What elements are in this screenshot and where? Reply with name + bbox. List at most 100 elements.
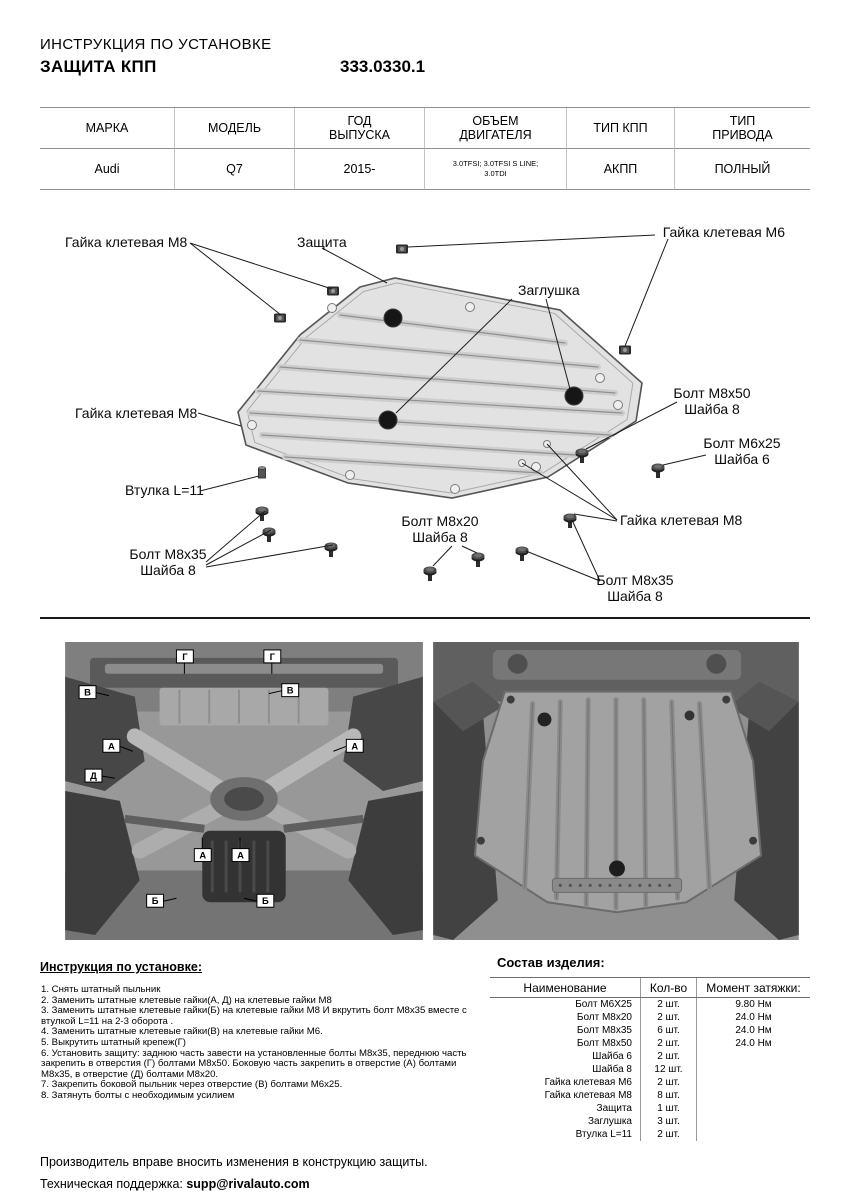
bolt-icon [515,546,529,561]
part-torque [697,1128,810,1141]
parts-row: Болт М8х35 6 шт. 24.0 Нм [490,1024,810,1037]
svg-text:Д: Д [90,770,97,781]
part-name: Болт М6Х25 [575,999,632,1010]
callout-marker: В [78,685,110,700]
label-clip-nut-m8-right: Гайка клетевая М8 [620,512,743,528]
part-qty: 12 шт. [640,1063,697,1076]
part-qty: 3 шт. [640,1115,697,1128]
parts-title: Состав изделия: [497,955,605,970]
parts-header-qty: Кол-во [640,978,697,997]
clip-nut-icon [619,345,631,355]
part-torque: 24.0 Нм [735,1038,772,1049]
part-qty: 2 шт. [640,1050,697,1063]
parts-header-name: Наименование [523,980,607,995]
parts-table: Наименование Кол-во Момент затяжки: Болт… [490,977,810,1141]
spec-header-model: МОДЕЛЬ [175,108,295,149]
part-qty: 2 шт. [640,1011,697,1024]
plug-icon [537,712,552,727]
label-plug: Заглушка [518,282,580,298]
spec-header-drive: ТИП ПРИВОДА [675,108,810,149]
label-bolt-m8x35-left: Болт М8х35 [129,546,206,562]
bolt-icon [262,527,276,542]
part-name: Гайка клетевая М8 [544,1090,632,1101]
spec-value-marka: Audi [40,149,175,190]
bolt-icon [324,542,338,557]
part-name: Заглушка [587,1116,632,1127]
plug-icon [609,860,625,877]
part-name: Болт М8х50 [576,1038,632,1049]
part-torque [697,1102,810,1115]
support-label: Техническая поддержка: [40,1177,187,1191]
photo-after-install [433,642,799,940]
bolt-icon [651,463,665,478]
callout-marker: Б [243,893,275,908]
part-name: Шайба 8 [592,1064,632,1075]
callout-marker: В [268,683,300,698]
part-torque: 24.0 Нм [735,1025,772,1036]
svg-text:А: А [237,850,244,861]
label-bolt-m6x25: Болт М6х25 [703,435,780,451]
svg-text:Г: Г [270,651,276,662]
part-torque [697,1115,810,1128]
callout-marker: Б [146,893,177,908]
bolt-icon [423,566,437,581]
product-name: ЗАЩИТА КПП [40,57,157,76]
leader-lines [189,234,707,582]
callout-marker: Д [84,768,115,783]
part-name: Болт М8х35 [576,1025,632,1036]
parts-row: Гайка клетевая М8 8 шт. [490,1089,810,1102]
document-title: ИНСТРУКЦИЯ ПО УСТАНОВКЕ [40,36,272,53]
bolt-icon [471,552,485,567]
part-torque: 9.80 Нм [735,999,772,1010]
part-qty: 6 шт. [640,1024,697,1037]
label-bolt-m8x50: Болт М8х50 [673,385,750,401]
part-name: Болт М8х20 [576,1012,632,1023]
instruction-step: 7. Закрепить боковой пыльник через отвер… [41,1079,343,1091]
part-torque [697,1089,810,1102]
parts-header-torque: Момент затяжки: [706,980,801,995]
instructions-list: 1. Снять штатный пыльник 2. Заменить шта… [41,984,483,1102]
svg-text:А: А [108,740,115,751]
parts-row: Болт М6Х25 2 шт. 9.80 Нм [490,998,810,1011]
spec-value-year: 2015- [295,149,425,190]
part-qty: 1 шт. [640,1102,697,1115]
plug-icon [684,710,695,721]
part-name: Втулка L=11 [575,1129,632,1140]
spec-value-gearbox: АКПП [567,149,675,190]
svg-text:Б: Б [152,895,159,906]
instruction-step: 1. Снять штатный пыльник [41,984,161,995]
clip-nut-icon [274,313,286,323]
instruction-step: 2. Заменить штатные клетевые гайки(А, Д)… [41,994,332,1006]
label-clip-nut-m8-left: Гайка клетевая М8 [75,405,198,421]
spec-value-engine: 3.0TFSI; 3.0TFSI S LINE; 3.0TDI [425,149,567,190]
part-qty: 8 шт. [640,1089,697,1102]
parts-row: Гайка клетевая М6 2 шт. [490,1076,810,1089]
spec-table: МАРКА МОДЕЛЬ ГОД ВЫПУСКА ОБЪЕМ ДВИГАТЕЛЯ… [40,107,810,190]
part-number: 333.0330.1 [340,57,426,76]
callout-marker: Г [263,649,282,674]
spec-header-gearbox: ТИП КПП [567,108,675,149]
part-torque: 24.0 Нм [735,1012,772,1023]
callout-marker: А [102,738,133,753]
part-name: Шайба 6 [592,1051,632,1062]
parts-row: Шайба 8 12 шт. [490,1063,810,1076]
svg-text:Б: Б [262,895,269,906]
parts-row: Болт М8х20 2 шт. 24.0 Нм [490,1011,810,1024]
instruction-step: 6. Установить защиту: заднюю часть завес… [41,1047,467,1080]
installation-diagram: Гайка клетевая М8 Защита Гайка клетевая … [65,224,785,604]
svg-text:А: А [351,740,358,751]
parts-row: Болт М8х50 2 шт. 24.0 Нм [490,1037,810,1050]
instruction-step: 3. Заменить штатные клетевые гайки(Б) на… [41,1005,467,1027]
spec-value-drive: ПОЛНЫЙ [675,149,810,190]
label-bolt-m8x35-right: Болт М8х35 [596,572,673,588]
spec-header-engine: ОБЪЕМ ДВИГАТЕЛЯ [425,108,567,149]
spec-header-year: ГОД ВЫПУСКА [295,108,425,149]
label-bolt-m8x35-left-washer: Шайба 8 [140,562,196,578]
part-qty: 2 шт. [640,998,697,1011]
plug-icon [378,308,584,430]
label-bolt-m8x20-washer: Шайба 8 [412,529,468,545]
svg-text:Г: Г [182,651,188,662]
part-qty: 2 шт. [640,1076,697,1089]
svg-text:А: А [199,850,206,861]
parts-row: Защита 1 шт. [490,1102,810,1115]
